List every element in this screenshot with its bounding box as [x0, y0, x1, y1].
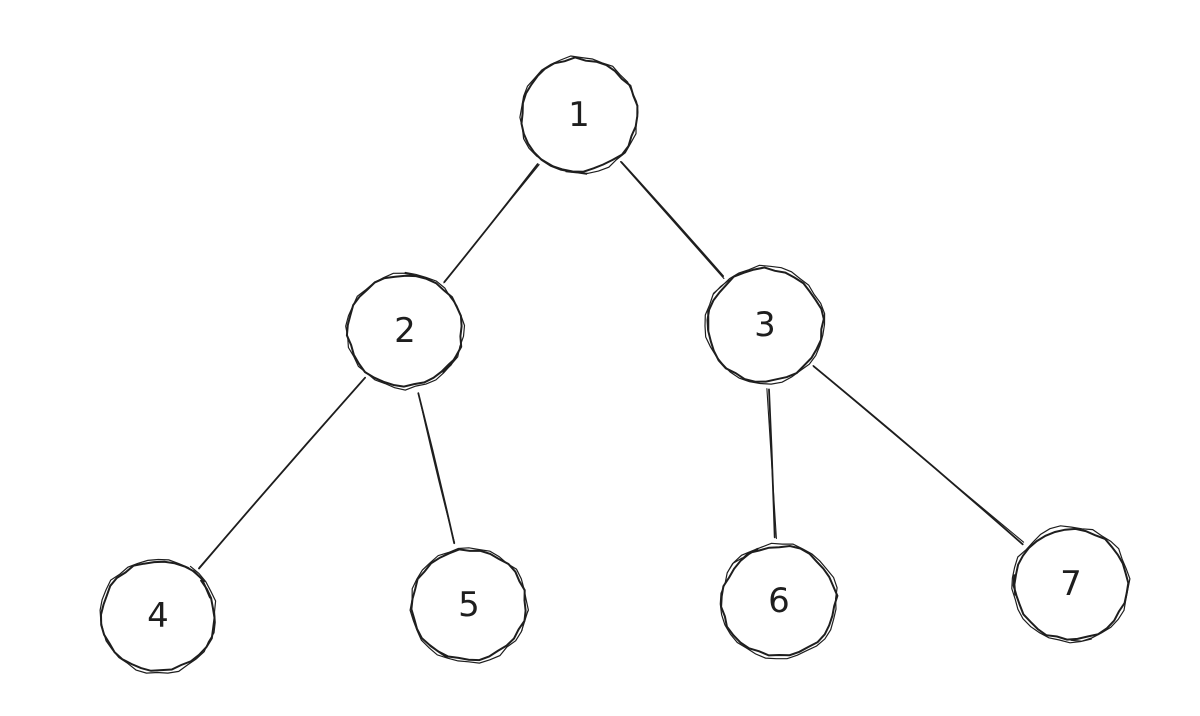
tree-node-1: 1	[519, 55, 639, 175]
node-circle	[99, 558, 217, 674]
node-circle	[99, 560, 216, 672]
tree-node-3: 3	[704, 264, 826, 385]
edge-2-to-4	[198, 376, 366, 570]
node-label: 3	[754, 305, 776, 345]
node-circle	[719, 542, 838, 660]
node-circle	[410, 548, 527, 662]
edge-2-to-5	[417, 392, 456, 545]
node-circle	[519, 55, 639, 175]
edge-stroke	[619, 161, 725, 280]
tree-node-5: 5	[409, 547, 530, 664]
edge-stroke	[620, 161, 724, 277]
edge-stroke	[443, 164, 540, 284]
edge-stroke	[198, 379, 364, 569]
edges	[198, 161, 1025, 570]
edge-stroke	[417, 392, 456, 544]
node-circle	[720, 544, 839, 657]
node-label: 1	[568, 95, 590, 135]
node-label: 2	[394, 311, 416, 351]
edge-stroke	[766, 388, 777, 540]
edge-3-to-6	[766, 388, 777, 540]
edge-1-to-2	[443, 163, 540, 284]
edge-stroke	[812, 365, 1025, 543]
tree-node-2: 2	[345, 271, 466, 391]
tree-node-6: 6	[719, 542, 839, 660]
node-circle	[520, 56, 639, 173]
node-label: 7	[1060, 564, 1082, 604]
edge-3-to-7	[812, 365, 1025, 546]
node-label: 6	[768, 581, 790, 621]
node-circle	[409, 547, 530, 664]
node-label: 4	[147, 596, 169, 636]
tree-node-4: 4	[99, 558, 217, 674]
node-label: 5	[458, 585, 480, 625]
node-circle	[1012, 527, 1130, 641]
nodes: 1 2 3 4 5 6 7	[99, 55, 1131, 674]
node-circle	[1011, 525, 1131, 644]
node-circle	[704, 264, 826, 385]
node-circle	[345, 271, 466, 391]
tree-node-7: 7	[1011, 525, 1131, 644]
edge-1-to-3	[619, 161, 725, 280]
